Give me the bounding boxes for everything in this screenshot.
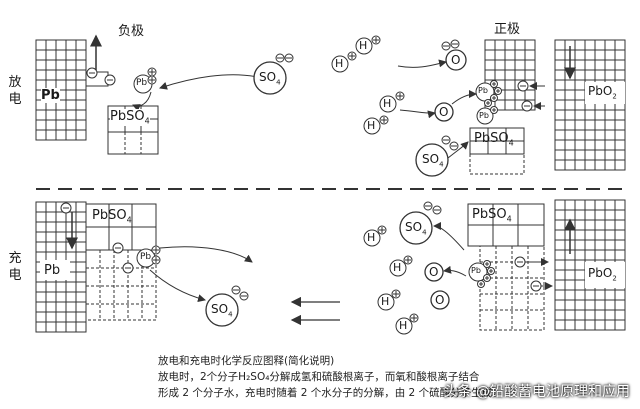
hydrogen-ion-icon: [377, 289, 401, 311]
caption-line-3: 形成 2 个分子水，充电时随着 2 个水分子的分解，由 2 个硫酸分子生成。: [158, 387, 503, 399]
lead-dioxide-label: PbO2: [588, 266, 617, 283]
hydrogen-ion-icon: [355, 35, 381, 55]
caption-line-2: 放电时，2个分子H₂SO₄分解成氢和硫酸根离子，而氧和酸根离子结合: [158, 371, 480, 383]
hydrogen-label: H: [367, 119, 376, 132]
lead-ion-icon: [475, 80, 502, 107]
watermark: 头条 @铅酸蓄电池原理和应用: [443, 384, 630, 400]
lead-ion-label: Pb: [471, 266, 481, 275]
hydrogen-ion-icon: [395, 313, 419, 335]
discharge-row-label: 放电: [8, 75, 22, 107]
sulfate-ion-icon: [253, 53, 294, 95]
hydrogen-ion-icon: [331, 51, 357, 73]
charge-row-label: 充电: [8, 251, 22, 283]
oxygen-icon: [424, 262, 444, 282]
hydrogen-label: H: [367, 231, 376, 244]
electron-icon: [521, 100, 533, 112]
lead-ion-label: Pb: [478, 86, 488, 95]
negative-electrode-header: 负极: [118, 24, 145, 39]
sulfate-ion-icon: [205, 285, 249, 327]
lead-ion-label: Pb: [136, 78, 148, 88]
electron-icon: [112, 242, 124, 254]
sulfate-label: SO4: [259, 70, 281, 87]
lead-ion-icon: [133, 67, 157, 94]
hydrogen-label: H: [359, 39, 368, 52]
lead-sulfate-label: PbSO4: [472, 207, 512, 224]
electron-icon: [514, 256, 526, 268]
electron-icon: [60, 202, 72, 214]
lead-sulfate-label: PbSO4: [92, 208, 132, 225]
lead-ion-label: Pb: [140, 252, 152, 262]
negative-plate-charge: [35, 201, 157, 333]
oxygen-icon: [430, 290, 450, 310]
lead-label: Pb: [41, 88, 60, 103]
caption-line-1: 放电和充电时化学反应图释(简化说明): [158, 355, 335, 367]
oxygen-label: O: [435, 293, 445, 307]
hydrogen-ion-icon: [379, 91, 405, 113]
lead-ion-icon: [468, 260, 495, 288]
hydrogen-label: H: [399, 319, 408, 332]
oxygen-label: O: [439, 105, 449, 119]
positive-plate-discharge: [469, 39, 626, 175]
lead-ion-label: Pb: [479, 111, 489, 120]
lead-dioxide-label: PbO2: [588, 84, 617, 101]
hydrogen-label: H: [381, 295, 390, 308]
lead-ion-icon: [136, 245, 161, 268]
lead-ion-icon: [476, 106, 498, 125]
lead-sulfate-label: PbSO4: [110, 109, 150, 126]
electron-icon: [86, 67, 98, 79]
positive-plate-charge: [467, 199, 626, 331]
sulfate-ion-icon: [415, 135, 459, 177]
oxygen-label: O: [429, 265, 439, 279]
lead-sulfate-label: PbSO4: [474, 131, 514, 148]
hydrogen-label: H: [383, 97, 392, 110]
hydrogen-label: H: [393, 261, 402, 274]
electron-icon: [530, 280, 542, 292]
electron-icon: [517, 80, 529, 92]
hydrogen-ion-icon: [389, 255, 413, 277]
sulfate-ion-icon: [399, 201, 442, 245]
sulfate-label: SO4: [405, 220, 427, 237]
hydrogen-ion-icon: [363, 115, 389, 135]
hydrogen-ion-icon: [363, 225, 387, 247]
electron-icon: [104, 74, 116, 86]
hydrogen-label: H: [335, 57, 344, 70]
sulfate-label: SO4: [422, 152, 444, 169]
sulfate-label: SO4: [211, 302, 233, 319]
positive-electrode-header: 正极: [494, 22, 521, 37]
electron-icon: [122, 262, 134, 274]
lead-label: Pb: [44, 263, 61, 278]
oxygen-label: O: [451, 53, 461, 67]
